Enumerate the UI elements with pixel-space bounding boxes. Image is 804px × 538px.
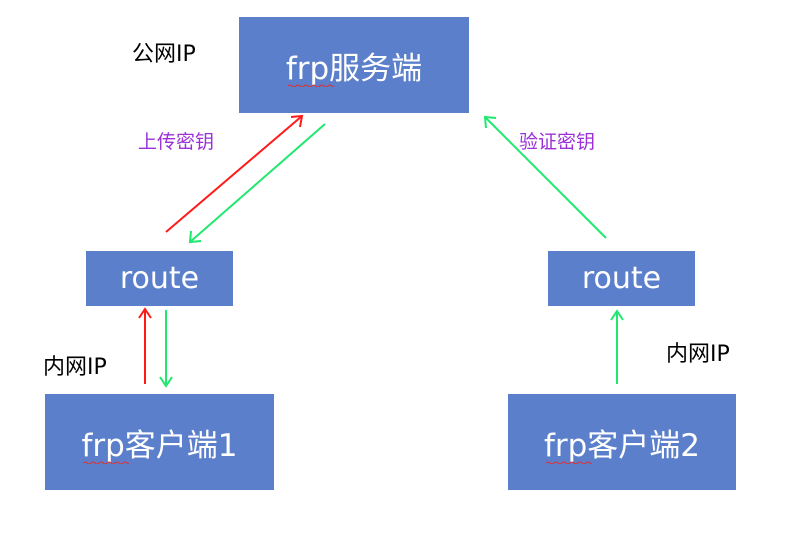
- frp-server-box: frp服务端: [239, 17, 469, 113]
- frp-client-1-label: frp客户端1: [81, 427, 238, 464]
- inner-ip-left-label: 内网IP: [43, 355, 107, 380]
- route-left-label: route: [119, 261, 200, 296]
- inner-ip-right-label: 内网IP: [666, 342, 730, 367]
- public-ip-label: 公网IP: [132, 42, 196, 67]
- upload-key-label: 上传密钥: [138, 131, 215, 153]
- route-right-label: route: [581, 261, 662, 296]
- frp-client-2-box: frp客户端2: [508, 394, 736, 490]
- arrow-route-to-client1-green: [159, 310, 173, 388]
- spellcheck-underline: [545, 461, 592, 464]
- frp-client-2-label: frp客户端2: [543, 427, 701, 464]
- frp-client-1-box: frp客户端1: [45, 394, 274, 490]
- route-right-box: route: [548, 251, 695, 306]
- arrow-route-right-to-server-green: [483, 115, 607, 239]
- spellcheck-underline: [83, 461, 130, 464]
- arrow-client2-to-route-green: [610, 309, 624, 384]
- arrow-client1-to-route-red: [138, 307, 152, 384]
- verify-key-label: 验证密钥: [519, 131, 596, 153]
- spellcheck-underline: [287, 84, 334, 87]
- frp-server-label: frp服务端: [285, 50, 423, 87]
- arrow-server-to-route-green: [188, 123, 326, 244]
- route-left-box: route: [86, 251, 233, 306]
- arrow-route-to-server-red: [165, 114, 304, 233]
